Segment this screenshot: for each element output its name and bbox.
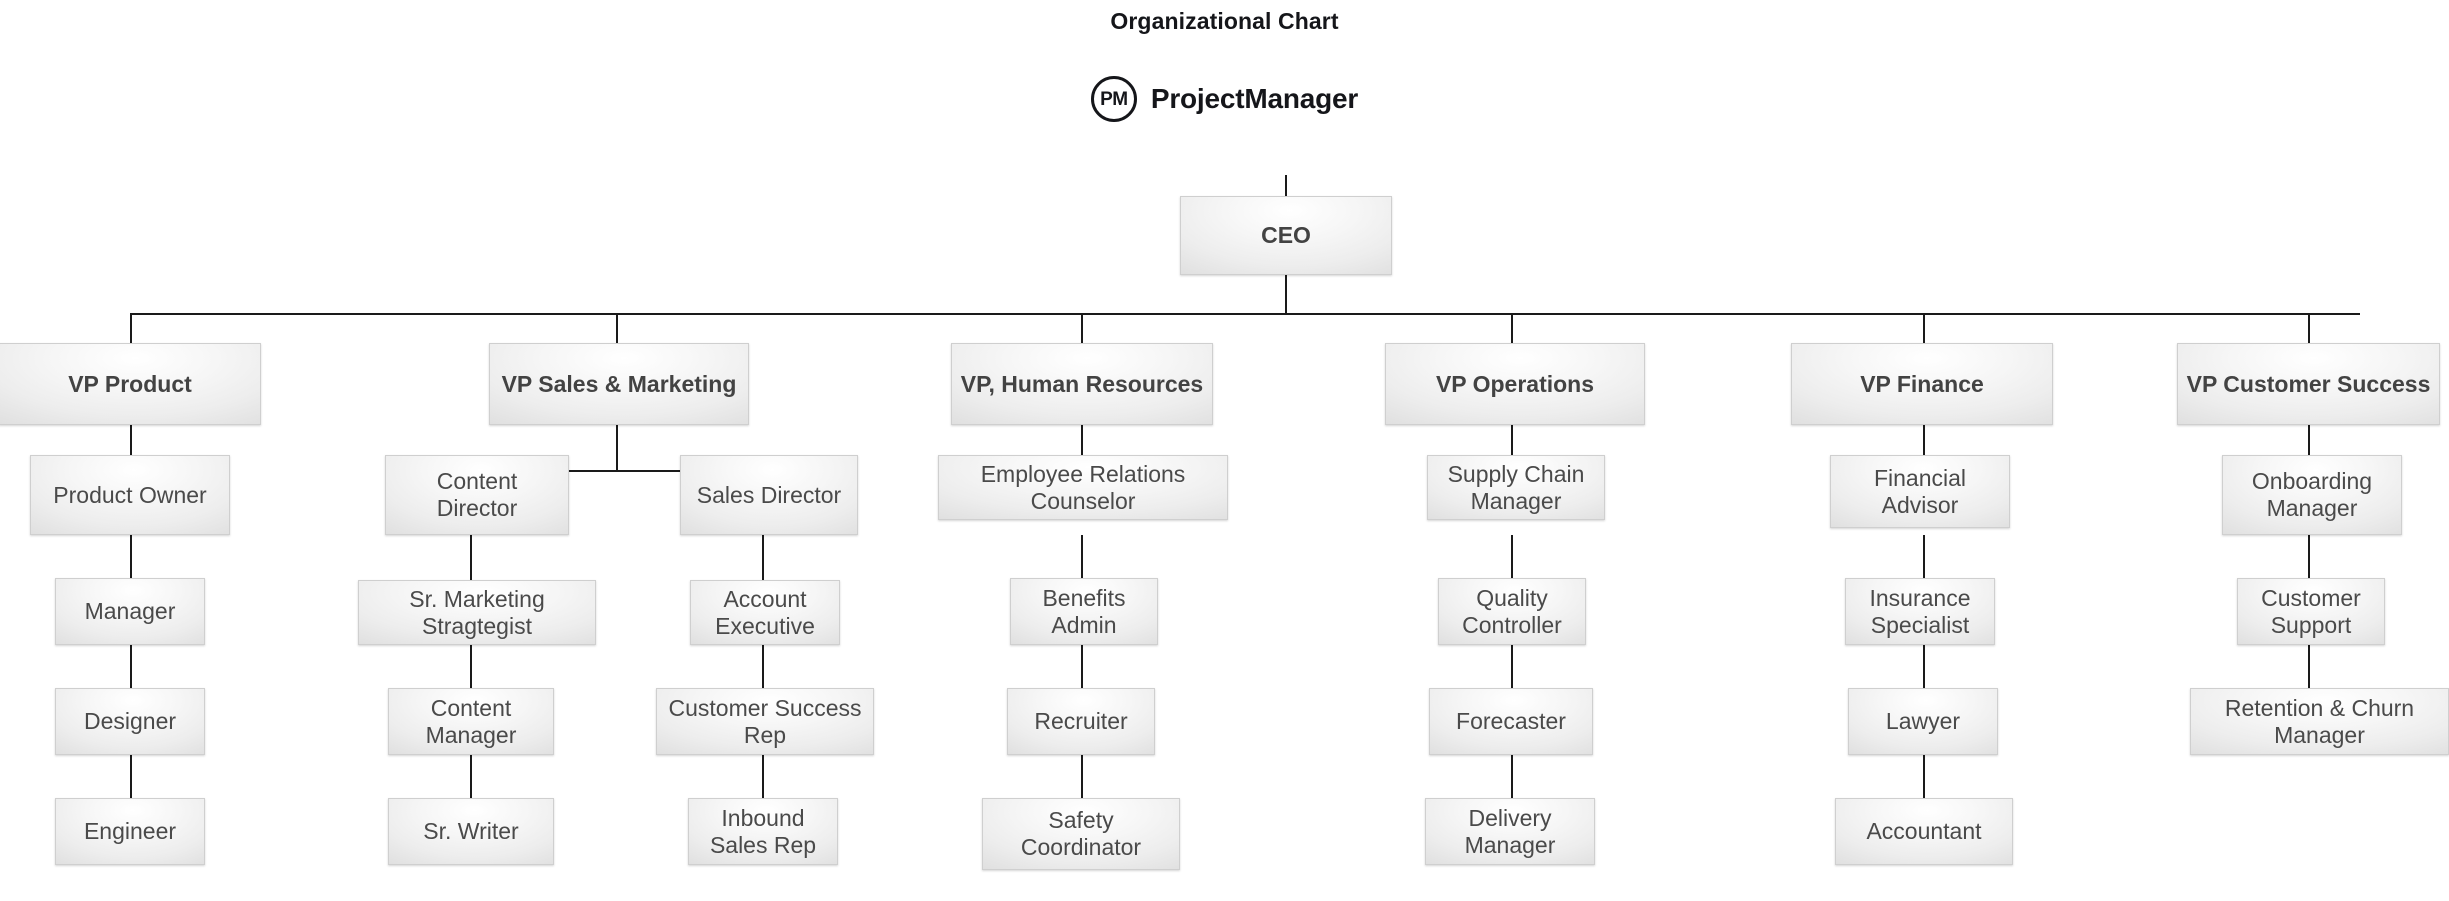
node-sales-director[interactable]: Sales Director: [680, 455, 858, 535]
node-ceo[interactable]: CEO: [1180, 196, 1392, 275]
connector-cs-2: [2308, 535, 2310, 578]
node-recruiter[interactable]: Recruiter: [1007, 688, 1155, 755]
node-forecaster[interactable]: Forecaster: [1429, 688, 1593, 755]
connector-salesdir-2: [762, 645, 764, 688]
connector-cs-1: [2308, 425, 2310, 455]
connector-sales-down: [616, 425, 618, 470]
connector-product-3: [130, 645, 132, 688]
connector-bus-to-vp-operations: [1511, 313, 1513, 343]
node-vp-product[interactable]: VP Product: [0, 343, 261, 425]
brand-mark-text: PM: [1100, 88, 1128, 110]
node-customer-success-rep[interactable]: Customer Success Rep: [656, 688, 874, 755]
connector-ops-3: [1511, 645, 1513, 688]
connector-product-1: [130, 425, 132, 473]
node-vp-hr[interactable]: VP, Human Resources: [951, 343, 1213, 425]
connector-ops-4: [1511, 755, 1513, 798]
connector-content-2: [470, 645, 472, 688]
page-title: Organizational Chart: [1110, 8, 1339, 34]
node-product-designer[interactable]: Designer: [55, 688, 205, 755]
node-content-director[interactable]: Content Director: [385, 455, 569, 535]
projectmanager-logo-icon: PM: [1090, 76, 1137, 122]
brand-logo: PM ProjectManager: [0, 76, 2449, 122]
node-quality-controller[interactable]: Quality Controller: [1438, 578, 1586, 645]
node-product-engineer[interactable]: Engineer: [55, 798, 205, 865]
node-onboarding-manager[interactable]: Onboarding Manager: [2222, 455, 2402, 535]
connector-product-2: [130, 535, 132, 578]
node-content-manager[interactable]: Content Manager: [388, 688, 554, 755]
node-vp-customer-success[interactable]: VP Customer Success: [2177, 343, 2440, 425]
connector-content-3: [470, 755, 472, 798]
node-employee-relations-counselor[interactable]: Employee Relations Counselor: [938, 455, 1228, 520]
connector-sales-split-bus: [470, 470, 763, 472]
connector-salesdir-3: [762, 755, 764, 798]
node-inbound-sales-rep[interactable]: Inbound Sales Rep: [688, 798, 838, 865]
connector-fin-4: [1923, 755, 1925, 798]
connector-fin-3: [1923, 645, 1925, 688]
connector-bus-to-vp-product: [130, 313, 132, 343]
connector-fin-2: [1923, 535, 1925, 578]
connector-hr-1: [1081, 425, 1083, 455]
node-product-owner[interactable]: Product Owner: [30, 455, 230, 535]
node-benefits-admin[interactable]: Benefits Admin: [1010, 578, 1158, 645]
connector-content-1: [470, 535, 472, 580]
node-safety-coordinator[interactable]: Safety Coordinator: [982, 798, 1180, 870]
node-financial-advisor[interactable]: Financial Advisor: [1830, 455, 2010, 528]
connector-fin-1: [1923, 425, 1925, 455]
connector-hr-4: [1081, 755, 1083, 798]
connector-salesdir-1: [762, 535, 764, 580]
node-accountant[interactable]: Accountant: [1835, 798, 2013, 865]
node-delivery-manager[interactable]: Delivery Manager: [1425, 798, 1595, 865]
node-lawyer[interactable]: Lawyer: [1848, 688, 1998, 755]
node-vp-operations[interactable]: VP Operations: [1385, 343, 1645, 425]
connector-hr-3: [1081, 645, 1083, 688]
node-supply-chain-manager[interactable]: Supply Chain Manager: [1427, 455, 1605, 520]
node-account-executive[interactable]: Account Executive: [690, 580, 840, 645]
node-retention-churn-manager[interactable]: Retention & Churn Manager: [2190, 688, 2449, 755]
connector-bus-to-vp-sales: [616, 313, 618, 343]
node-sr-writer[interactable]: Sr. Writer: [388, 798, 554, 865]
connector-bus-to-vp-cs: [2308, 313, 2310, 343]
brand-name: ProjectManager: [1150, 83, 1359, 114]
connector-ops-2: [1511, 535, 1513, 578]
node-sr-marketing-strategist[interactable]: Sr. Marketing Stragtegist: [358, 580, 596, 645]
node-insurance-specialist[interactable]: Insurance Specialist: [1845, 578, 1995, 645]
connector-product-4: [130, 755, 132, 798]
connector-cs-3: [2308, 645, 2310, 688]
connector-ceo-bus: [130, 313, 2360, 315]
node-vp-finance[interactable]: VP Finance: [1791, 343, 2053, 425]
node-customer-support[interactable]: Customer Support: [2237, 578, 2385, 645]
node-product-manager[interactable]: Manager: [55, 578, 205, 645]
connector-bus-to-vp-finance: [1923, 313, 1925, 343]
connector-ops-1: [1511, 425, 1513, 455]
connector-bus-to-vp-hr: [1081, 313, 1083, 343]
node-vp-sales-marketing[interactable]: VP Sales & Marketing: [489, 343, 749, 425]
connector-hr-2: [1081, 535, 1083, 578]
